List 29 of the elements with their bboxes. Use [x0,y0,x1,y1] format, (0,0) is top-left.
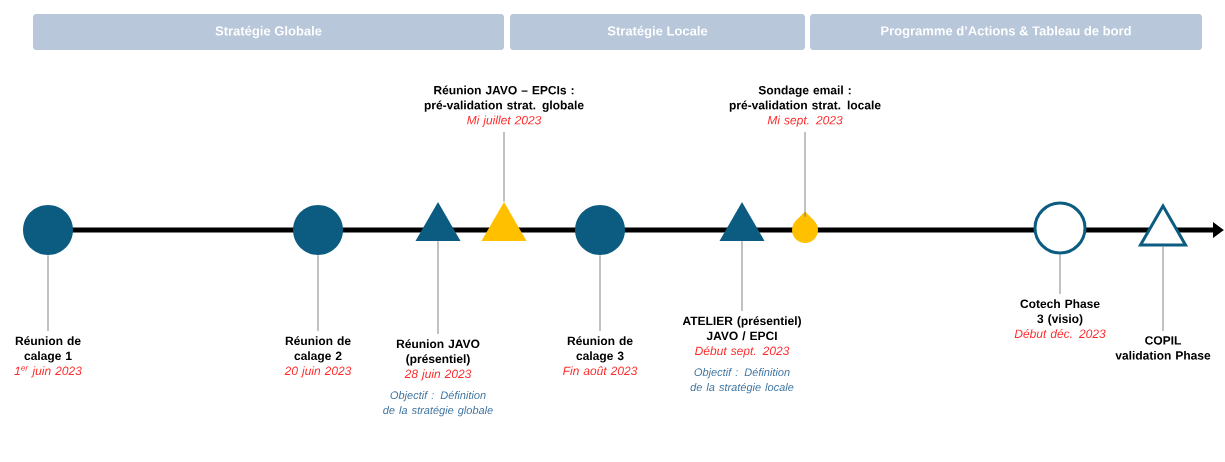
phase-band: Programme d’Actions & Tableau de bord [810,14,1202,50]
phase-band: Stratégie Locale [510,14,805,50]
milestone-label: Réunion de calage 2 20 juin 2023 [284,336,352,378]
milestone-label: Cotech Phase 3 (visio) Début déc. 2023 [1014,299,1106,338]
leader-line [1162,246,1164,332]
milestone-triangle [415,202,461,241]
phase-band: Stratégie Globale [33,14,504,50]
milestone-label: COPIL validation Phase [1115,336,1211,360]
milestone-label: Réunion de calage 3 Fin août 2023 [563,336,638,376]
milestone-circle [575,205,625,255]
milestone-circle [293,205,343,255]
milestone-label: Réunion JAVO (présentiel) 28 juin 2023 Objectif : Définition de la stratégie globale [383,339,493,417]
milestone-label: Réunion de calage 1 1$^{er}$ juin 2023 [14,336,82,378]
leader-line [804,131,806,218]
leader-line [503,131,505,202]
milestone-triangle [719,202,765,241]
milestone-label: Sondage email : pré-validation strat. locale Mi sept. 2023 [729,85,881,127]
milestone-circle [1033,201,1087,255]
milestone-label: ATELIER (présentiel) JAVO / EPCI Début sept. 2023 Objectif : Définition de la stratégie locale [682,316,801,394]
milestone-circle [23,205,73,255]
leader-line [317,254,319,332]
leader-line [437,240,439,335]
milestone-label: Réunion JAVO – EPCIs : pré-validation strat. globale Mi juillet 2023 [424,85,584,127]
leader-line [599,254,601,332]
milestone-drop [792,211,818,243]
leader-line [741,240,743,312]
milestone-triangle [481,202,527,241]
leader-line [1059,254,1061,295]
leader-line [47,254,49,332]
